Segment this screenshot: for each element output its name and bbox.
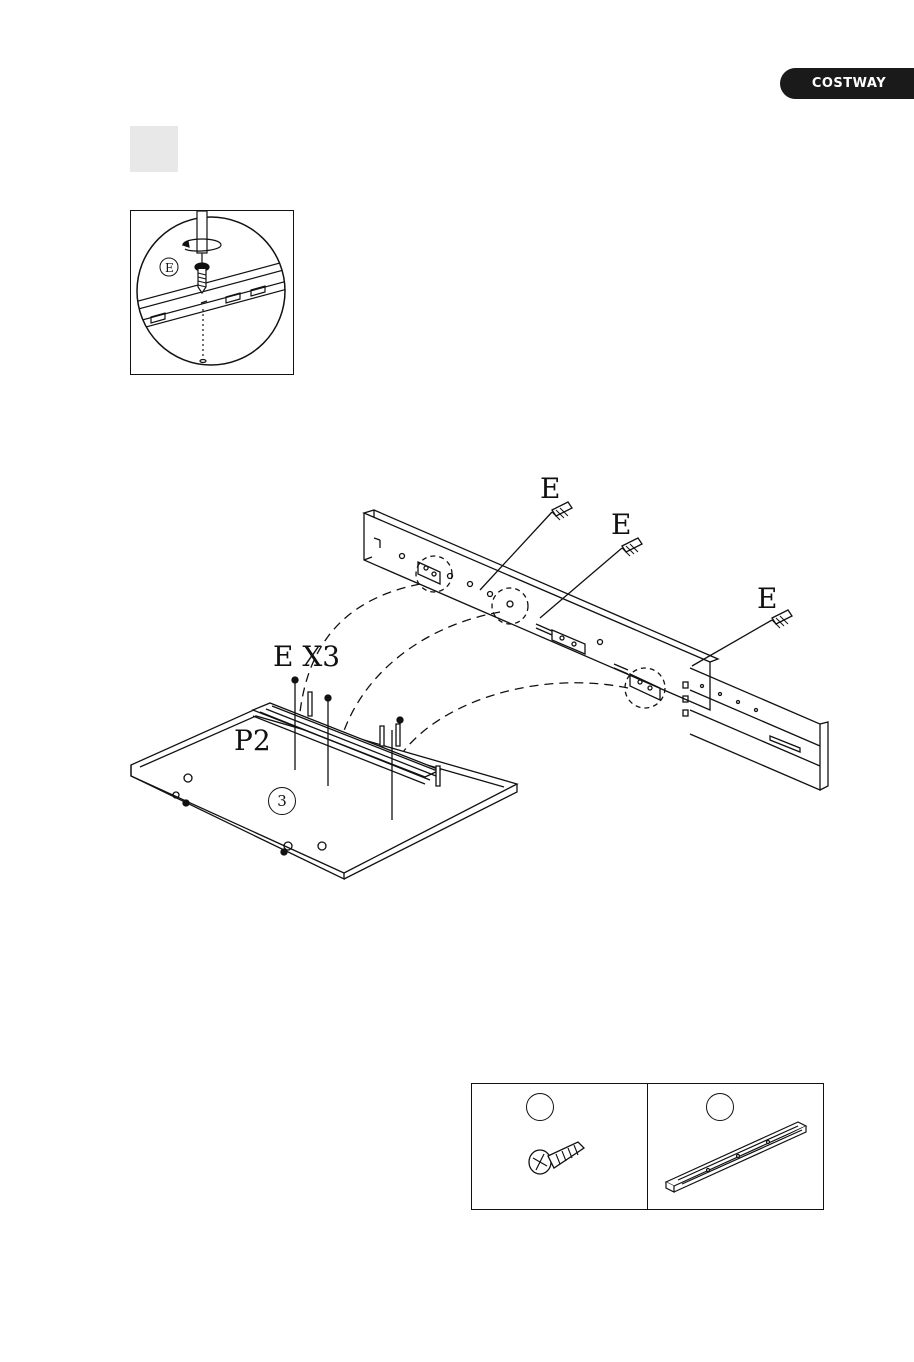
panel-number-badge: 3 xyxy=(268,787,296,815)
screw-icon xyxy=(472,1084,648,1209)
parts-reference xyxy=(471,1083,824,1210)
screw-e-label-1: E xyxy=(540,472,560,505)
part-rail-cell xyxy=(647,1084,823,1209)
screw-quantity-label: E X3 xyxy=(273,640,340,673)
part-p2-label: P2 xyxy=(234,724,271,757)
screw-e-label-3: E xyxy=(757,582,777,615)
screw-e-label-2: E xyxy=(611,508,631,541)
drawer-slide-icon xyxy=(648,1084,824,1209)
part-screw-cell xyxy=(472,1084,647,1209)
